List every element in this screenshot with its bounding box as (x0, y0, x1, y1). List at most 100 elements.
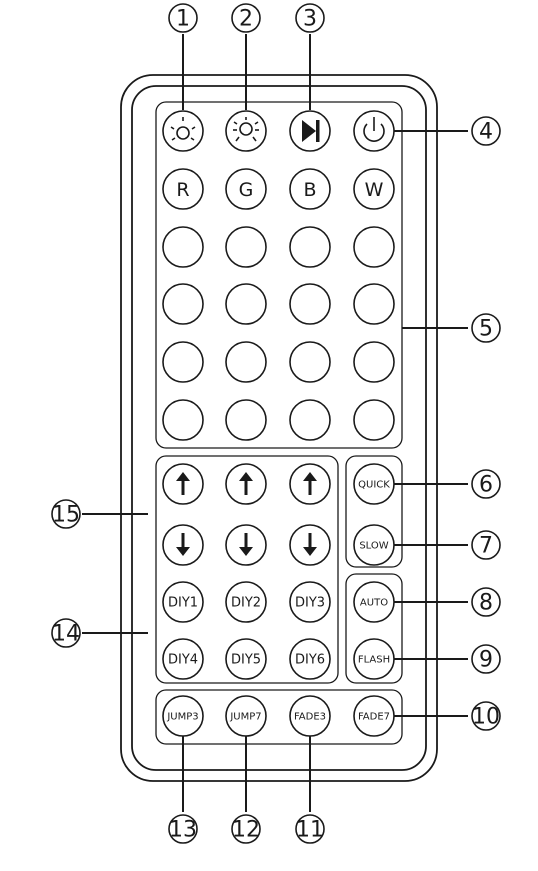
color-button[interactable] (225, 341, 267, 383)
blue-button-label: B (303, 179, 316, 201)
diy6-button[interactable]: DIY6 (289, 638, 331, 680)
fade7-button[interactable]: FADE7 (353, 695, 395, 737)
remote-inner-frame (131, 85, 427, 771)
play-pause-button[interactable] (289, 110, 331, 152)
down-arrow-button[interactable] (162, 524, 204, 566)
diy3-label: DIY3 (295, 596, 325, 611)
callout-7: 7 (471, 530, 501, 560)
color-button[interactable] (162, 226, 204, 268)
red-button-label: R (176, 179, 189, 201)
blue-button[interactable]: B (289, 168, 331, 210)
color-button[interactable] (225, 226, 267, 268)
up-arrow-button[interactable] (289, 463, 331, 505)
color-button[interactable] (353, 226, 395, 268)
callout-4-number: 4 (479, 120, 493, 145)
callout-3: 3 (295, 3, 325, 33)
callout-13: 13 (168, 814, 198, 844)
green-button[interactable]: G (225, 168, 267, 210)
power-button[interactable] (353, 110, 395, 152)
arrow-up-icon (303, 472, 317, 495)
diy4-button[interactable]: DIY4 (162, 638, 204, 680)
jump7-button[interactable]: JUMP7 (225, 695, 267, 737)
fade3-label: FADE3 (294, 712, 326, 723)
fade7-label: FADE7 (358, 712, 390, 723)
callout-15: 15 (51, 499, 81, 529)
callout-4: 4 (471, 116, 501, 146)
brightness-up-button[interactable] (225, 110, 267, 152)
fade3-button[interactable]: FADE3 (289, 695, 331, 737)
slow-button[interactable]: SLOW (353, 524, 395, 566)
quick-button[interactable]: QUICK (353, 463, 395, 505)
callout-1-number: 1 (176, 7, 190, 32)
jump7-label: JUMP7 (229, 712, 261, 723)
brightness-up-icon (233, 117, 259, 142)
callout-15-number: 15 (52, 503, 80, 528)
diy1-label: DIY1 (168, 596, 198, 611)
diy3-button[interactable]: DIY3 (289, 581, 331, 623)
callout-3-number: 3 (303, 7, 317, 32)
diy4-label: DIY4 (168, 653, 198, 668)
color-button[interactable] (162, 283, 204, 325)
up-arrow-button[interactable] (225, 463, 267, 505)
callout-2-number: 2 (239, 7, 253, 32)
brightness-down-button[interactable] (162, 110, 204, 152)
callout-1: 1 (168, 3, 198, 33)
callout-5: 5 (471, 313, 501, 343)
diy6-label: DIY6 (295, 653, 325, 668)
flash-button[interactable]: FLASH (353, 638, 395, 680)
color-button[interactable] (289, 399, 331, 441)
green-button-label: G (239, 179, 254, 201)
callout-7-number: 7 (479, 534, 493, 559)
white-button[interactable]: W (353, 168, 395, 210)
arrow-up-icon (176, 472, 190, 495)
callout-8: 8 (471, 587, 501, 617)
color-button[interactable] (289, 283, 331, 325)
diy5-button[interactable]: DIY5 (225, 638, 267, 680)
power-icon (363, 117, 385, 142)
quick-label: QUICK (358, 480, 390, 491)
diy5-label: DIY5 (231, 653, 261, 668)
arrow-diy-panel (155, 455, 339, 684)
down-arrow-button[interactable] (225, 524, 267, 566)
callout-9: 9 (471, 644, 501, 674)
diy1-button[interactable]: DIY1 (162, 581, 204, 623)
remote-outer-frame (120, 74, 438, 782)
down-arrow-button[interactable] (289, 524, 331, 566)
callout-8-number: 8 (479, 591, 493, 616)
jump3-button[interactable]: JUMP3 (162, 695, 204, 737)
diy2-label: DIY2 (231, 596, 261, 611)
callout-11: 11 (295, 814, 325, 844)
color-button[interactable] (225, 399, 267, 441)
brightness-down-icon (170, 117, 196, 141)
speed-panel (345, 455, 403, 568)
color-button[interactable] (225, 283, 267, 325)
callout-10: 10 (471, 701, 501, 731)
color-button[interactable] (353, 283, 395, 325)
callout-2: 2 (231, 3, 261, 33)
mode-panel (345, 573, 403, 684)
auto-button[interactable]: AUTO (353, 581, 395, 623)
slow-label: SLOW (359, 541, 388, 552)
diy2-button[interactable]: DIY2 (225, 581, 267, 623)
callout-9-number: 9 (479, 648, 493, 673)
color-button[interactable] (162, 399, 204, 441)
callout-11-number: 11 (296, 818, 324, 843)
up-arrow-button[interactable] (162, 463, 204, 505)
callout-14-number: 14 (52, 622, 80, 647)
jump3-label: JUMP3 (166, 712, 198, 723)
color-button[interactable] (353, 341, 395, 383)
color-button[interactable] (162, 341, 204, 383)
color-button[interactable] (289, 226, 331, 268)
color-button[interactable] (289, 341, 331, 383)
arrow-up-icon (239, 472, 253, 495)
red-button[interactable]: R (162, 168, 204, 210)
auto-label: AUTO (360, 598, 388, 609)
callout-5-number: 5 (479, 317, 493, 342)
arrow-down-icon (303, 533, 317, 556)
callout-6-number: 6 (479, 473, 493, 498)
color-button[interactable] (353, 399, 395, 441)
callout-6: 6 (471, 469, 501, 499)
callout-12: 12 (231, 814, 261, 844)
arrow-down-icon (176, 533, 190, 556)
